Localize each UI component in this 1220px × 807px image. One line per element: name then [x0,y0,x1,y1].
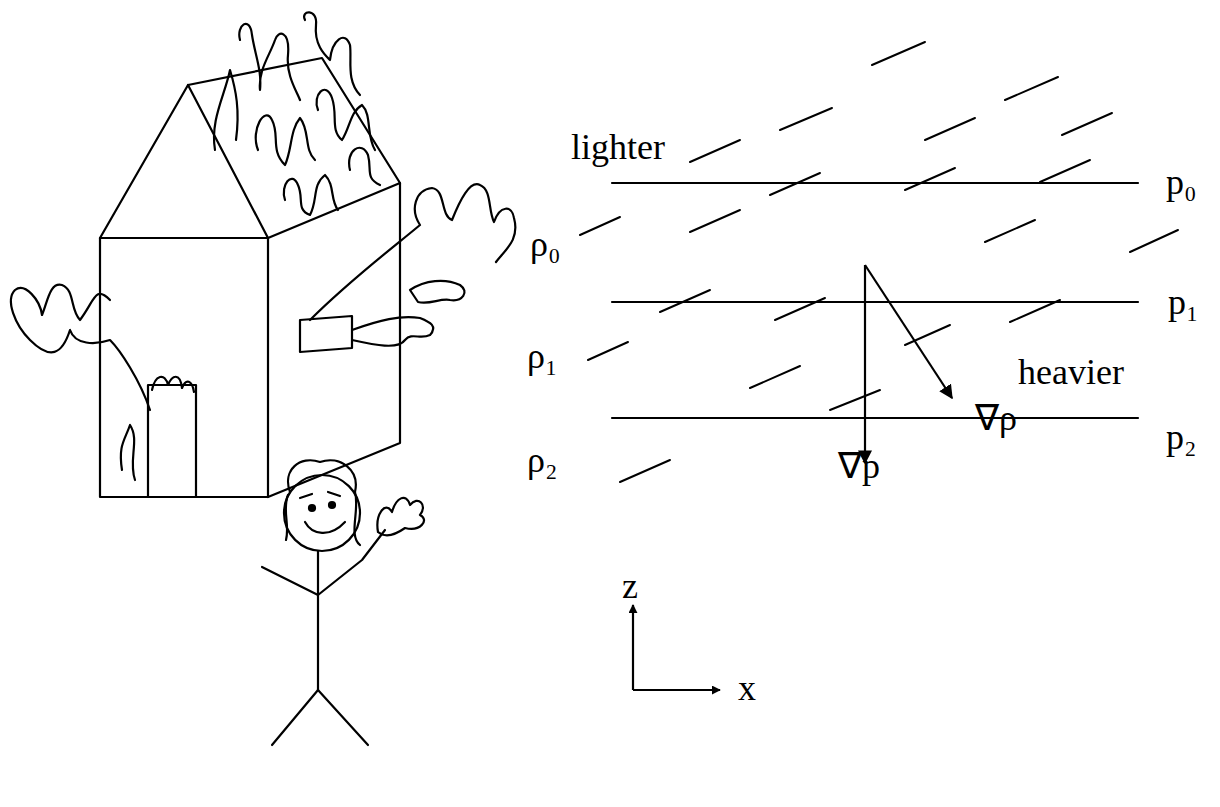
z-axis [632,605,634,690]
house-side-wall [268,183,400,497]
flame [239,24,300,100]
isopycnal-dash [1040,160,1090,182]
figure-eye [329,502,335,508]
x-axis [633,689,720,691]
isobar-line [612,417,1138,419]
figure-eye [309,505,315,511]
house-window [300,316,352,352]
isopycnal-dash [588,342,628,360]
isopycnal-dash [1005,77,1058,100]
region-label: heavier [1018,354,1124,390]
isopycnal-dash [905,168,955,190]
flame [410,281,465,303]
house-gable [100,85,268,238]
gradient-label: ∇ρ [975,400,1017,436]
isopycnal-dash [690,140,740,162]
isobar-label: p₁ [1168,284,1199,320]
isobar-line [612,182,1138,184]
flame [256,115,315,165]
flame [284,175,338,215]
isobar-label: p₂ [1166,419,1197,455]
isopycnal-dash [620,460,670,482]
isopycnal-dash [872,42,925,65]
figure-hair [286,460,360,545]
region-label: lighter [571,129,665,165]
flame [317,90,375,150]
figure-brows [300,492,340,498]
isopycnal-dash [1062,113,1112,135]
isopycnal-dash [830,390,880,410]
figure-legs [272,690,368,745]
isopycnal-dash [660,290,710,312]
isopycnal-dash [985,220,1035,242]
isopycnal-dash [775,298,825,320]
figure-head [284,475,360,551]
figure-body [317,551,319,690]
isopycnal-dash [1010,300,1060,322]
flame [304,12,360,95]
isopycnal-dash [580,217,620,235]
house-door [148,385,196,497]
isopycnal-dash [925,118,975,140]
isopycnal-dash [1130,230,1178,252]
flame [121,425,135,480]
gradient-label: ∇p [838,448,880,484]
isopycnal-dash [780,108,832,130]
density-gradient-arrow [865,265,952,398]
axis-label: x [738,670,756,706]
flame [214,70,238,150]
flame [11,285,150,410]
house-front-wall [100,238,268,497]
isopycnal-dash [750,366,800,388]
axis-label: z [622,568,638,604]
figure-mouth [305,522,345,533]
isopycnal-label: ρ₂ [527,442,558,478]
figure-arms [262,530,385,595]
pressure-gradient-arrow [864,265,866,463]
flame [352,317,433,346]
flame [152,377,194,392]
isopycnal-label: ρ₀ [530,226,561,262]
isobar-label: p₀ [1166,164,1197,200]
flame [349,148,380,185]
isopycnal-dash [690,210,740,232]
flame [310,184,515,320]
isopycnal-label: ρ₁ [527,338,558,374]
flame [377,498,424,535]
isopycnal-dash [770,173,820,195]
